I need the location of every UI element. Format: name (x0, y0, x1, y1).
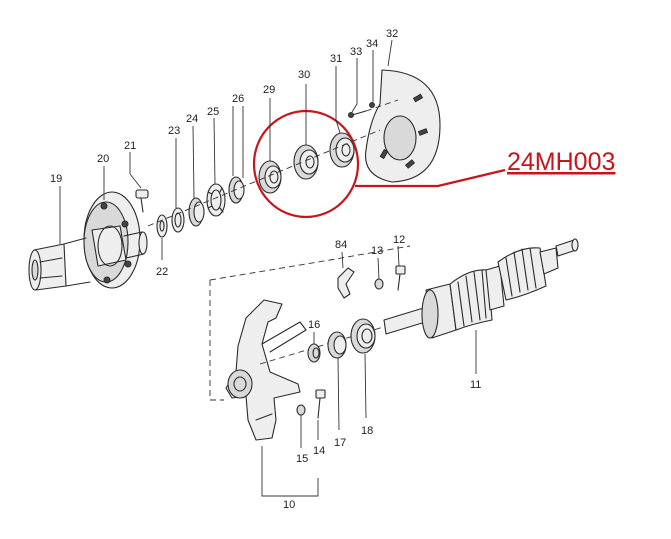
screw-34 (369, 102, 375, 108)
nut-24 (188, 197, 205, 227)
label-15: 15 (296, 453, 308, 465)
washer-23 (171, 207, 185, 233)
highlight-callout-line (355, 168, 506, 188)
nut-26 (228, 176, 245, 204)
washer-13 (374, 278, 384, 290)
bearing-17 (327, 331, 347, 359)
label-18: 18 (361, 425, 373, 437)
label-19: 19 (50, 173, 62, 185)
bearing-29 (258, 160, 282, 194)
label-34: 34 (366, 38, 378, 50)
label-20: 20 (97, 153, 109, 165)
bearing-30 (293, 144, 319, 180)
label-11: 11 (470, 379, 481, 391)
label-13: 13 (371, 245, 383, 257)
clip-84 (337, 267, 355, 299)
upper-axis-line (147, 99, 399, 227)
dust-shield (364, 69, 441, 183)
label-17: 17 (334, 437, 346, 449)
spacer-16 (307, 343, 321, 363)
leader-lines (59, 39, 477, 497)
label-84: 84 (335, 239, 347, 251)
label-22: 22 (156, 266, 168, 278)
screw-33 (348, 110, 367, 118)
label-23: 23 (168, 125, 180, 137)
vertical-guide-line (209, 280, 224, 401)
label-10: 10 (283, 499, 295, 511)
label-16: 16 (308, 319, 320, 331)
label-14: 14 (313, 445, 325, 457)
wheel-stud (135, 189, 149, 213)
label-12: 12 (393, 234, 405, 246)
label-25: 25 (207, 106, 219, 118)
label-31: 31 (330, 53, 342, 65)
label-26: 26 (232, 93, 244, 105)
label-32: 32 (386, 28, 398, 40)
label-24: 24 (186, 113, 198, 125)
hub-cap (28, 243, 67, 291)
part-labels: 19 20 21 22 23 24 25 26 29 30 31 32 33 3… (50, 28, 481, 511)
highlight-part-code: 24MH003 (507, 148, 615, 176)
label-21: 21 (124, 140, 136, 152)
lock-ring-25 (206, 183, 226, 217)
drive-shaft (383, 238, 579, 339)
nut-15 (296, 404, 306, 416)
label-30: 30 (298, 69, 310, 81)
bolt-14 (315, 389, 326, 419)
label-33: 33 (350, 46, 362, 58)
bolt-12 (395, 265, 406, 291)
diagonal-guide-line (209, 245, 411, 281)
steering-knuckle (225, 299, 307, 441)
label-29: 29 (263, 84, 275, 96)
washer-22 (156, 214, 168, 238)
seal-18 (350, 318, 376, 354)
hub-flange (63, 191, 148, 289)
